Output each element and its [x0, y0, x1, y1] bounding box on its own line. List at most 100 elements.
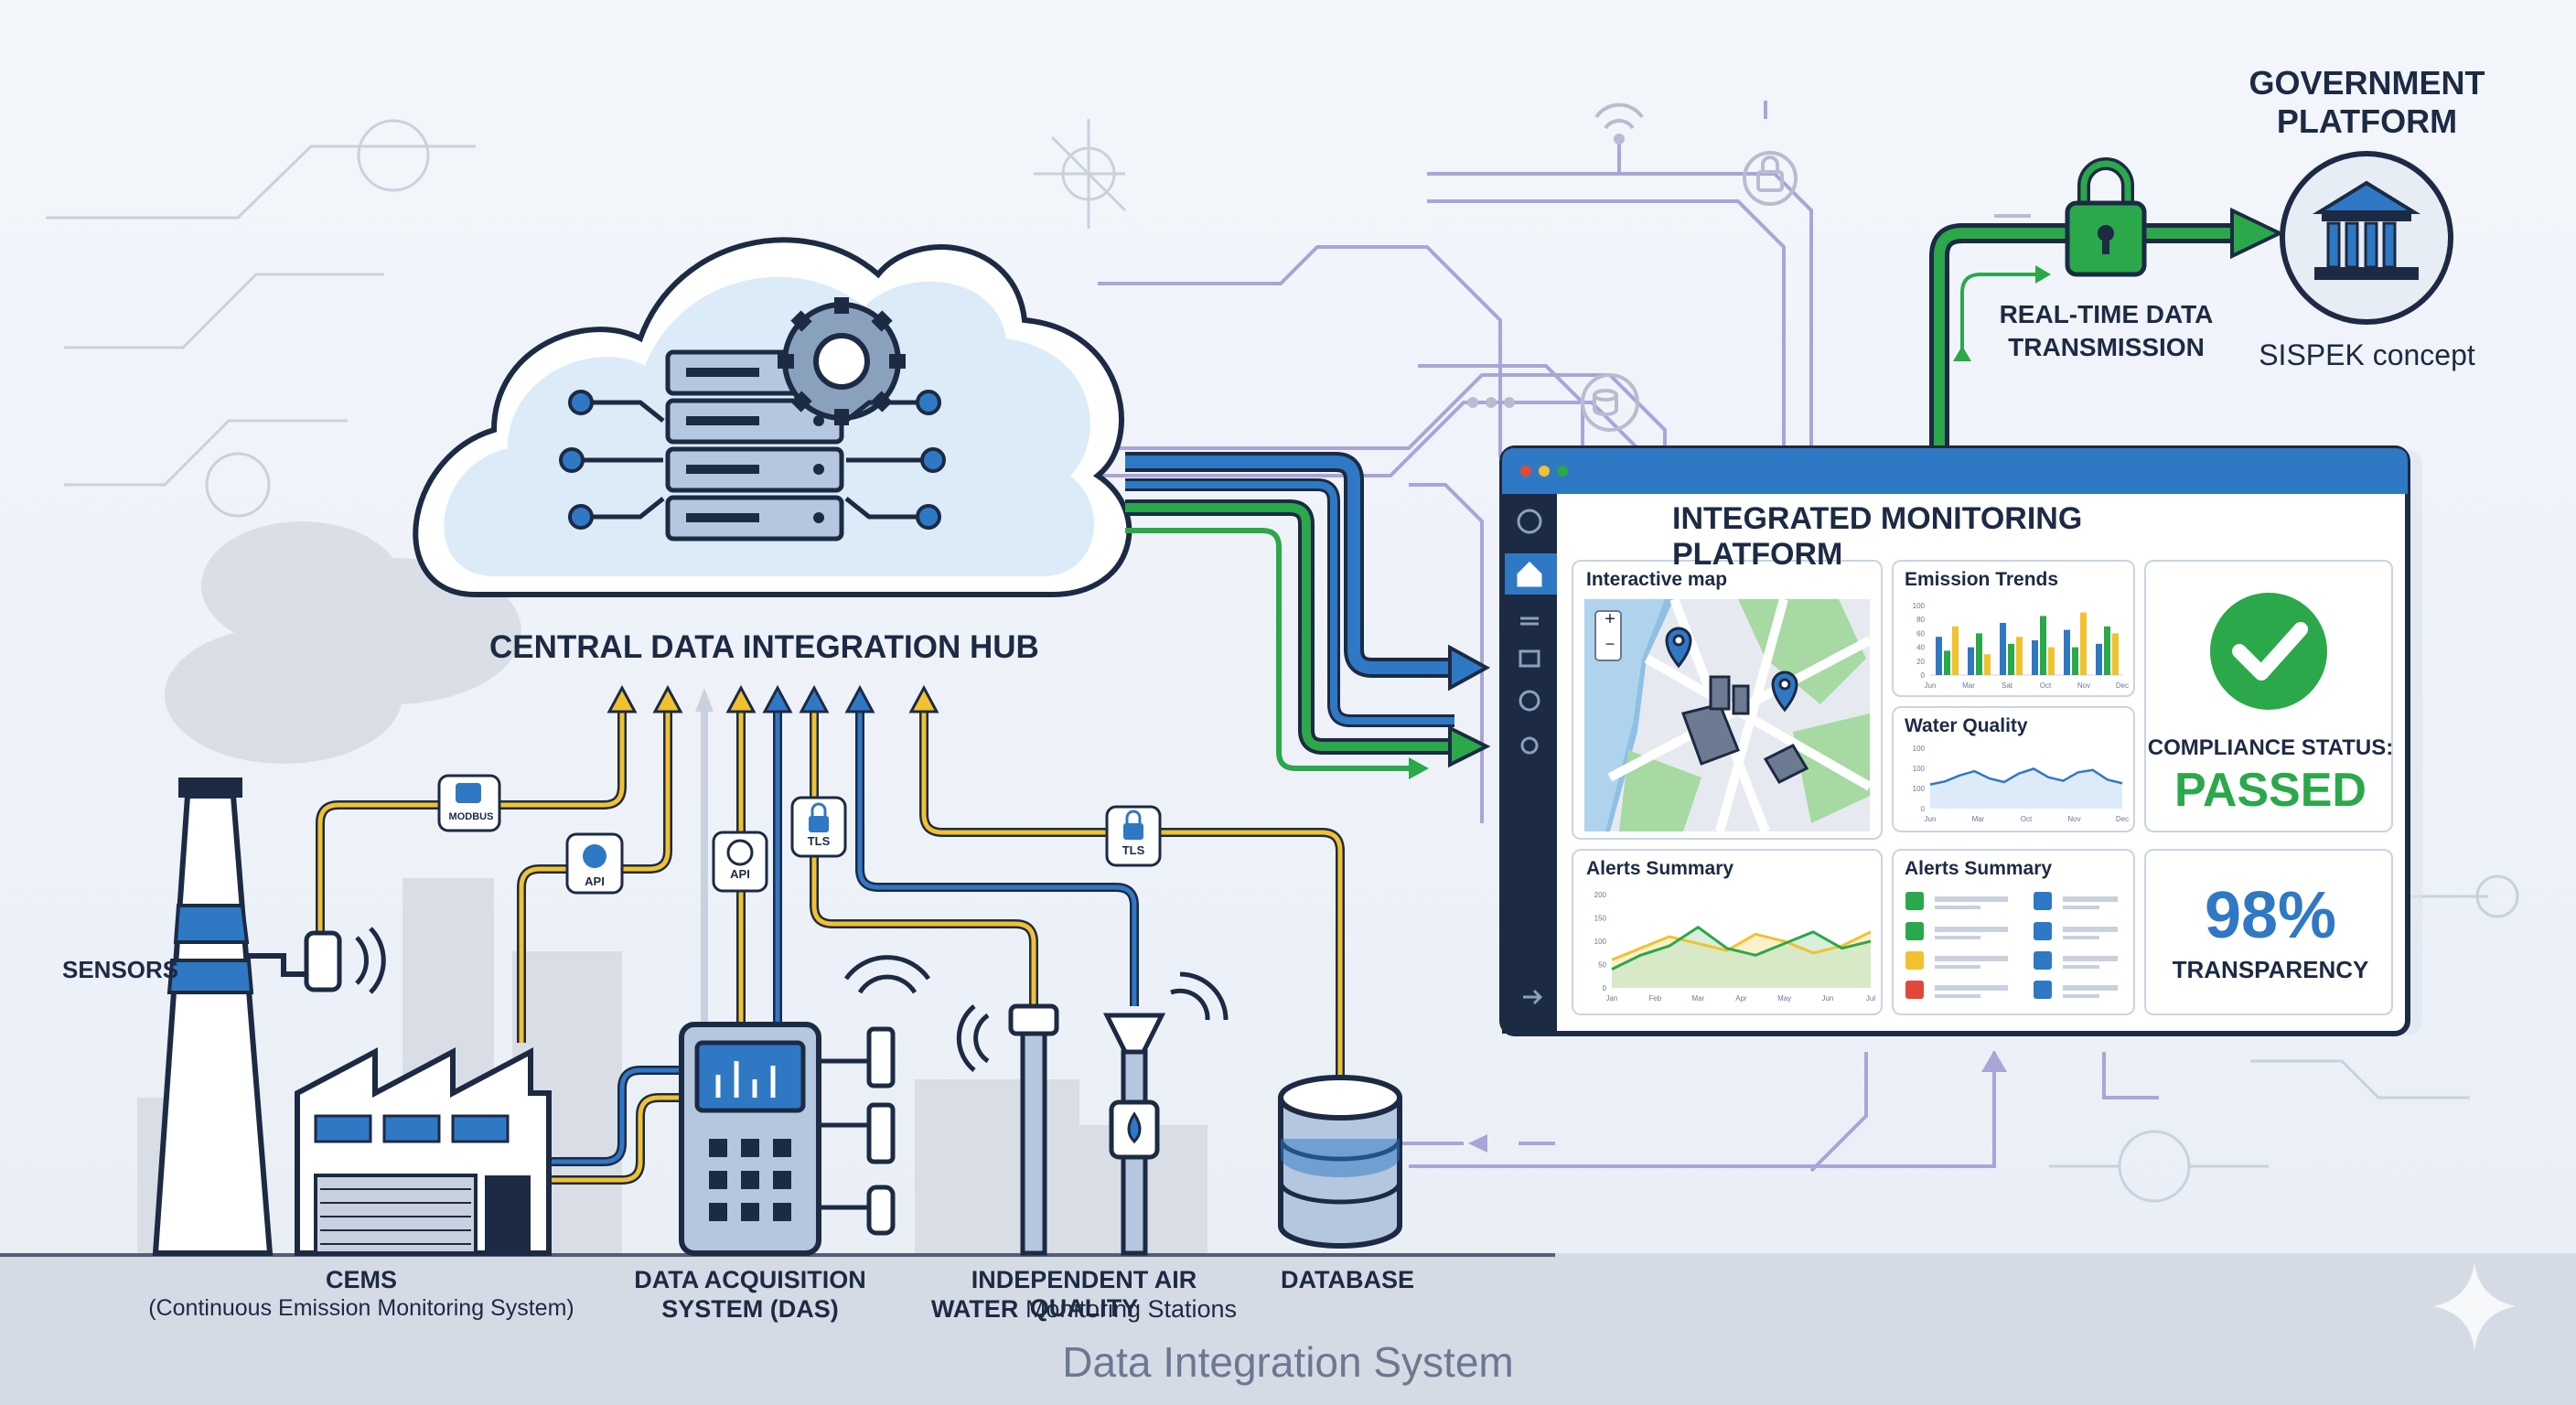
- emission-bar: [1976, 633, 1982, 675]
- emission-bar: [2080, 613, 2087, 675]
- emission-bar: [2040, 616, 2046, 675]
- water-chart: 1001001000JunMarOctNovDec: [1894, 708, 2137, 834]
- das-label-line1: DATA ACQUISITION: [622, 1266, 878, 1294]
- zoom-out-button[interactable]: −: [1597, 635, 1623, 654]
- emission-bar: [2064, 630, 2070, 675]
- das-device: [682, 958, 928, 1253]
- x-tick-label: Jun: [1821, 994, 1833, 1003]
- arrowhead-green-small: [1409, 757, 1429, 779]
- arrowhead-small-up: [1953, 346, 1971, 361]
- cems-subtitle: (Continuous Emission Monitoring System): [119, 1295, 604, 1322]
- database-label: DATABASE: [1281, 1266, 1414, 1294]
- emission-bar: [2016, 637, 2023, 675]
- hub-title: CENTRAL DATA INTEGRATION HUB: [489, 629, 1057, 666]
- x-tick-label: Mar: [1972, 815, 1985, 823]
- emission-bar: [2072, 648, 2078, 675]
- compliance-label: COMPLIANCE STATUS:: [2146, 735, 2395, 761]
- x-tick-label: Jun: [1925, 815, 1937, 823]
- emission-bar: [2104, 627, 2110, 675]
- platform-title: INTEGRATED MONITORING PLATFORM: [1672, 501, 2258, 573]
- transmission-label: REAL-TIME DATA TRANSMISSION: [1985, 298, 2227, 364]
- purple-arrowhead: [1981, 1050, 2007, 1072]
- x-tick-label: Mar: [1962, 681, 1975, 690]
- chimney-stack: [156, 778, 270, 1253]
- y-tick-label: 100: [1913, 765, 1926, 773]
- protocol-badge-api-2: [714, 832, 767, 891]
- dots-icon: [1467, 397, 1515, 408]
- x-tick-label: Jun: [1925, 681, 1937, 690]
- emission-bar: [2048, 648, 2055, 675]
- sensors-label: SENSORS: [62, 956, 178, 984]
- zoom-in-button[interactable]: +: [1597, 609, 1623, 630]
- x-tick-label: Jan: [1606, 994, 1618, 1003]
- emission-bar: [2096, 644, 2102, 675]
- y-tick-label: 80: [1916, 616, 1925, 624]
- transparency-value: 98%: [2146, 878, 2395, 953]
- panel-interactive-map[interactable]: Interactive map + −: [1572, 560, 1883, 840]
- cems-title: CEMS: [137, 1266, 585, 1294]
- das-label-line2: SYSTEM (DAS): [622, 1295, 878, 1324]
- emission-bar: [2000, 623, 2006, 675]
- stations-bold: WATER: [931, 1295, 1019, 1323]
- source-arrowheads: [609, 688, 937, 712]
- y-tick-label: 150: [1594, 915, 1607, 923]
- panel-alerts-list[interactable]: Alerts Summary: [1892, 849, 2135, 1015]
- panel-transparency[interactable]: 98% TRANSPARENCY: [2144, 849, 2393, 1015]
- emission-bar: [2112, 633, 2119, 675]
- hub-to-platform-arrows: [1125, 462, 1454, 768]
- x-tick-label: Nov: [2077, 681, 2090, 690]
- y-tick-label: 0: [1603, 984, 1607, 992]
- arrowhead-gov: [2232, 210, 2280, 256]
- government-title: GOVERNMENT PLATFORM: [2232, 64, 2502, 141]
- emission-bar: [2008, 644, 2014, 675]
- y-tick-label: 100: [1913, 602, 1926, 610]
- api-badge-label-2: API: [714, 867, 767, 881]
- x-tick-label: Oct: [2040, 681, 2052, 690]
- lock-icon-green: [2067, 164, 2144, 274]
- x-tick-label: Dec: [2116, 815, 2129, 823]
- government-building-icon: [2282, 154, 2451, 322]
- tls-badge-label-1: TLS: [792, 834, 845, 848]
- x-tick-label: Feb: [1648, 994, 1661, 1003]
- x-tick-label: May: [1777, 994, 1791, 1003]
- panel-compliance[interactable]: COMPLIANCE STATUS: PASSED: [2144, 560, 2393, 832]
- water-drop-icon: [1129, 1114, 1140, 1142]
- government-concept: SISPEK concept: [2232, 338, 2502, 372]
- y-tick-label: 0: [1921, 805, 1926, 813]
- y-tick-label: 200: [1594, 891, 1607, 899]
- x-tick-label: Mar: [1691, 994, 1704, 1003]
- lock-icon-top: [1744, 153, 1796, 204]
- emission-bar: [2032, 640, 2038, 675]
- emission-bar: [1944, 650, 1950, 675]
- panel-title: Alerts Summary: [1905, 858, 2052, 880]
- alerts-area-b: [1612, 928, 1871, 988]
- gear-icon: [778, 297, 906, 425]
- x-tick-label: Dec: [2116, 681, 2129, 690]
- y-tick-label: 100: [1913, 785, 1926, 793]
- emission-bar: [1984, 654, 1991, 675]
- emission-bar: [1952, 627, 1959, 675]
- x-tick-label: Oct: [2021, 815, 2033, 823]
- stations-label-line2: WATER Monitoring Stations: [915, 1295, 1253, 1324]
- compliance-status: PASSED: [2146, 763, 2395, 818]
- y-tick-label: 100: [1913, 745, 1926, 753]
- protocol-badge-modbus: [439, 776, 499, 831]
- factory-building: [297, 1052, 549, 1253]
- y-tick-label: 20: [1916, 658, 1925, 666]
- y-tick-label: 100: [1594, 938, 1607, 946]
- wifi-icon-top: [1596, 105, 1642, 143]
- y-tick-label: 0: [1921, 671, 1926, 680]
- api-badge-label-1: API: [567, 874, 622, 888]
- tls-badge-label-2: TLS: [1107, 843, 1160, 857]
- database-icon: [1281, 1078, 1400, 1246]
- y-tick-label: 40: [1916, 644, 1925, 652]
- x-tick-label: Sat: [2002, 681, 2013, 690]
- x-tick-label: Jul: [1866, 994, 1875, 1003]
- y-tick-label: 50: [1598, 961, 1606, 970]
- emission-chart: 100 80 60 40 20 0Jun Mar Sat Oct Nov Dec: [1894, 562, 2137, 699]
- y-tick-label: 60: [1916, 629, 1925, 638]
